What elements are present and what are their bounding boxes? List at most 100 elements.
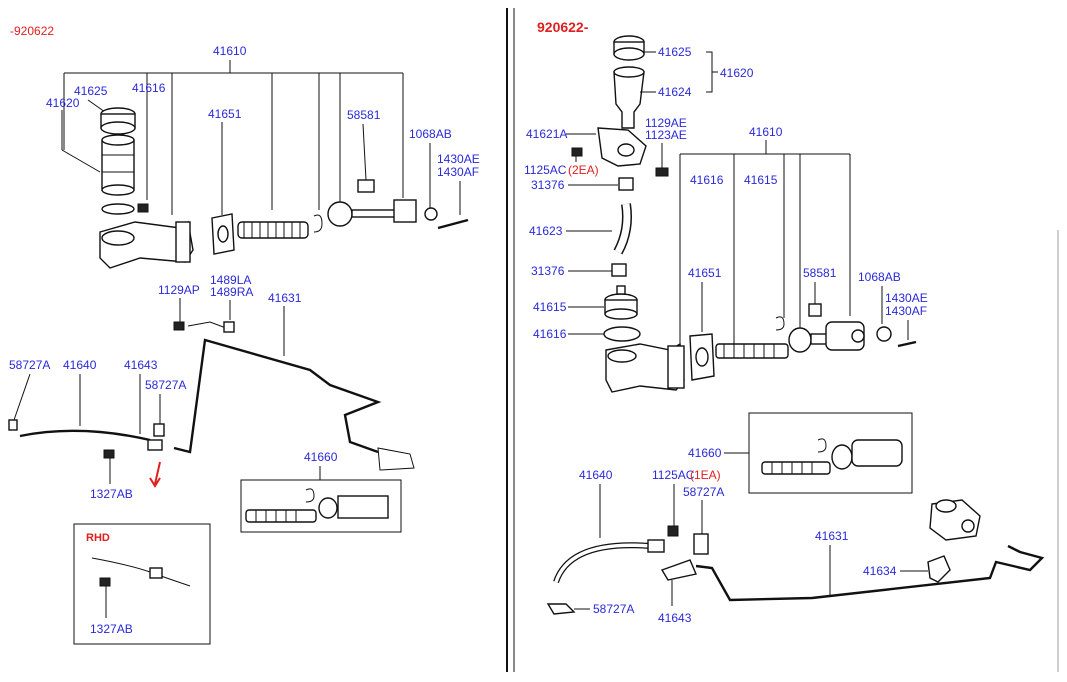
r-hose-clamp-b	[611, 263, 627, 277]
label-58727A-b: 58727A	[145, 378, 186, 392]
label-41643: 41643	[124, 358, 158, 372]
r-label-1EA: (1EA)	[690, 468, 721, 482]
r-label-31376-a: 31376	[531, 178, 565, 192]
label-58581: 58581	[347, 108, 381, 122]
r-label-41660: 41660	[688, 446, 722, 460]
label-1430AE: 1430AE	[437, 152, 480, 166]
r-label-41643: 41643	[658, 611, 692, 625]
rhd-inset-box	[73, 523, 211, 645]
label-41610: 41610	[213, 44, 247, 58]
r-clutch-pipe	[695, 544, 1045, 602]
label-1489LA: 1489LA	[210, 273, 251, 287]
r-clip-58727A	[693, 533, 709, 555]
hose-clamp	[101, 203, 135, 215]
r-hose-bracket	[660, 559, 697, 581]
r-seal-41615	[604, 285, 638, 320]
r-repair-kit-parts	[761, 438, 903, 475]
rhd-label-1327AB: 1327AB	[90, 622, 133, 636]
r-41610-bracket	[679, 140, 851, 346]
r-label-31376-b: 31376	[531, 264, 565, 278]
r-label-1123AE: 1123AE	[645, 128, 687, 142]
bolt-1129AP	[173, 321, 185, 331]
split-pin	[437, 218, 469, 230]
rhd-title: RHD	[86, 532, 110, 544]
label-41625: 41625	[74, 84, 108, 98]
r-label-41623: 41623	[529, 224, 563, 238]
hose-bracket	[147, 439, 163, 451]
label-41620: 41620	[46, 96, 80, 110]
left-panel: -920622 41610 41625 41616 41620	[8, 24, 480, 645]
r-snap-ring	[775, 316, 785, 331]
rhd-bracket	[149, 567, 163, 579]
r-pipe-clip	[927, 555, 951, 583]
r-label-58727A-a: 58727A	[683, 485, 724, 499]
r-hose-end	[647, 539, 665, 553]
reservoir-body	[101, 134, 135, 196]
r-label-41610: 41610	[749, 125, 783, 139]
r-label-41620: 41620	[720, 66, 754, 80]
r-split-pin	[897, 340, 917, 348]
repair-kit-box	[240, 479, 402, 533]
label-1327AB: 1327AB	[90, 487, 133, 501]
left-41610-bracket	[63, 60, 404, 215]
r-label-41615: 41615	[533, 300, 567, 314]
r-slave-cylinder	[929, 499, 981, 541]
r-bolt-58581	[808, 303, 822, 317]
clutch-pipe	[173, 338, 382, 454]
r-label-1430AF: 1430AF	[885, 304, 927, 318]
r-label-41640: 41640	[579, 468, 613, 482]
r-label-1068AB: 1068AB	[858, 270, 901, 284]
r-label-58727A-b: 58727A	[593, 602, 634, 616]
r-bolt-1125AC-b	[667, 525, 679, 537]
label-1430AF: 1430AF	[437, 165, 479, 179]
r-label-41615-top: 41615	[744, 173, 778, 187]
r-label-41621A: 41621A	[526, 127, 567, 141]
r-bolt-1129AE	[655, 167, 669, 177]
label-58727A-a: 58727A	[9, 358, 50, 372]
panel-divider	[506, 8, 1059, 672]
r-clip-58727A-b	[546, 603, 576, 615]
r-reservoir-cap	[613, 35, 645, 61]
push-rod	[327, 199, 417, 227]
clip-58727A-a	[8, 419, 18, 431]
label-1068AB: 1068AB	[409, 127, 452, 141]
rhd-bolt	[99, 577, 111, 587]
red-arrow-icon	[149, 461, 161, 488]
clip-1489	[223, 321, 235, 333]
label-41651: 41651	[208, 107, 242, 121]
reservoir-cap	[100, 107, 136, 135]
r-label-58581: 58581	[803, 266, 837, 280]
r-label-1125AC-a: 1125AC	[524, 163, 567, 177]
r-label-41631: 41631	[815, 529, 849, 543]
clamp-screw	[137, 203, 149, 213]
pipe-end-fitting	[377, 447, 415, 471]
r-label-1125AC-b: 1125AC	[652, 468, 695, 482]
r-hose-clamp-a	[618, 177, 634, 191]
bolt-1327AB	[103, 449, 115, 459]
snap-ring	[313, 214, 323, 233]
r-label-41616-top: 41616	[690, 173, 724, 187]
r-label-41651: 41651	[688, 266, 722, 280]
label-1489RA: 1489RA	[210, 285, 253, 299]
r-reservoir-tank	[613, 66, 645, 129]
right-date-code: 920622-	[537, 19, 589, 35]
r-label-1430AE: 1430AE	[885, 291, 928, 305]
left-date-code: -920622	[10, 24, 54, 38]
r-master-cylinder	[605, 342, 685, 393]
master-cylinder	[99, 220, 194, 269]
clutch-hose	[19, 429, 151, 442]
r-push-rod	[788, 321, 865, 353]
label-41631: 41631	[268, 291, 302, 305]
washer	[424, 207, 438, 221]
right-panel: 920622- 41625 41624 41620 41621A 1129AE …	[524, 19, 1045, 625]
r-bolt-1125AC	[571, 147, 583, 157]
label-1129AP: 1129AP	[158, 283, 200, 297]
r-grommet-41616	[603, 326, 641, 342]
label-41640: 41640	[63, 358, 97, 372]
r-label-1129AE: 1129AE	[645, 116, 687, 130]
bolt-58581	[357, 179, 375, 193]
label-41660: 41660	[304, 450, 338, 464]
r-label-41616: 41616	[533, 327, 567, 341]
repair-kit-parts	[245, 488, 389, 523]
